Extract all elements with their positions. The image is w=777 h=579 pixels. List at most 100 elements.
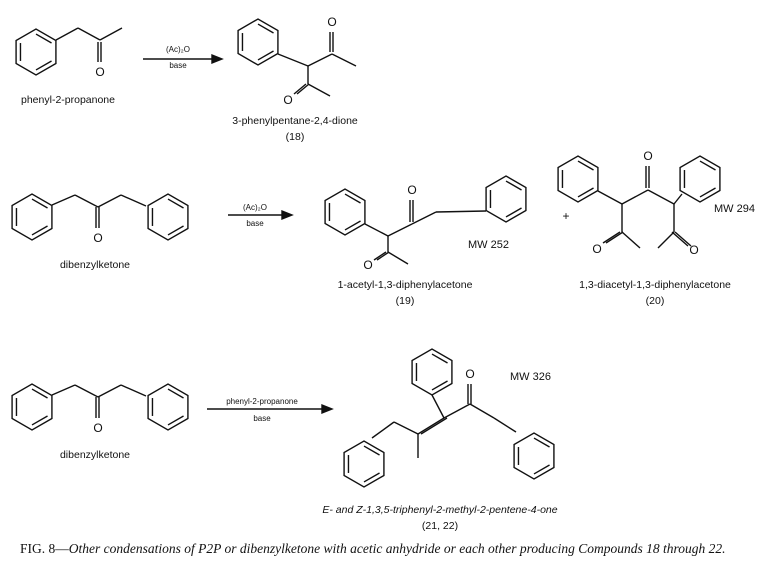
aromatic-bond	[363, 445, 380, 456]
bond	[364, 223, 389, 237]
mw-21-22: MW 326	[510, 371, 551, 383]
aromatic-bond	[363, 472, 380, 483]
double-bond	[671, 231, 689, 247]
reagent-bottom-2: base	[246, 219, 264, 228]
product-number-21-22: (21, 22)	[422, 520, 458, 532]
bond	[393, 421, 419, 435]
figure-caption: FIG. 8—Other condensations of P2P or dib…	[20, 540, 770, 557]
molecular-structures	[11, 18, 721, 488]
oxygen-atom: O	[93, 231, 102, 245]
benzene-ring	[15, 28, 57, 76]
aromatic-bond	[699, 160, 716, 171]
double-bond	[376, 251, 390, 261]
bond	[331, 53, 357, 67]
product-number-18: (18)	[286, 131, 305, 143]
aromatic-bond	[167, 388, 184, 399]
aromatic-bond	[505, 180, 522, 191]
benzene-ring	[343, 440, 385, 488]
product-name-19: 1-acetyl-1,3-diphenylacetone	[338, 279, 473, 291]
bond	[657, 231, 675, 249]
product-name-21-22: E- and Z-1,3,5-triphenyl-2-methyl-2-pent…	[322, 504, 557, 516]
bond	[387, 251, 409, 265]
bond	[371, 421, 395, 439]
aromatic-bond	[35, 60, 52, 71]
aromatic-bond	[577, 187, 594, 198]
aromatic-bond	[505, 207, 522, 218]
bond	[307, 53, 333, 67]
aromatic-bond	[257, 23, 274, 34]
aromatic-bond	[31, 198, 48, 209]
reactant-label-1: phenyl-2-propanone	[21, 94, 115, 106]
oxygen-atom: O	[689, 243, 698, 257]
benzene-ring	[324, 188, 366, 236]
oxygen-atom: O	[592, 242, 601, 256]
bond	[120, 384, 147, 397]
mw-19: MW 252	[468, 239, 509, 251]
product-name-20: 1,3-diacetyl-1,3-diphenylacetone	[579, 279, 731, 291]
caption-text: Other condensations of P2P or dibenzylke…	[68, 541, 726, 556]
bond	[74, 194, 99, 208]
product-name-18: 3-phenylpentane-2,4-dione	[232, 115, 358, 127]
bond	[55, 27, 79, 41]
aromatic-bond	[167, 415, 184, 426]
oxygen-atom: O	[283, 93, 292, 107]
bond	[621, 189, 649, 205]
bond	[51, 384, 76, 396]
benzene-ring	[237, 18, 279, 66]
arrowhead	[321, 403, 334, 415]
double-bond	[602, 231, 621, 244]
aromatic-bond	[31, 415, 48, 426]
reactant-label-2: dibenzylketone	[60, 259, 130, 271]
bond	[77, 27, 101, 41]
bond	[51, 194, 76, 206]
aromatic-bond	[431, 353, 448, 364]
oxygen-atom: O	[643, 149, 652, 163]
aromatic-bond	[699, 187, 716, 198]
double-bond	[373, 251, 387, 261]
benzene-ring	[485, 175, 527, 223]
mw-20: MW 294	[714, 203, 755, 215]
bond	[120, 194, 147, 207]
double-bond	[417, 417, 445, 435]
benzene-ring	[513, 432, 555, 480]
oxygen-atom: O	[363, 258, 372, 272]
bond	[387, 223, 413, 237]
figure-label: FIG. 8—	[20, 541, 69, 556]
reagent-bottom-1: base	[169, 61, 187, 70]
aromatic-bond	[31, 388, 48, 399]
reagent-top-3: phenyl-2-propanone	[226, 397, 298, 406]
double-bond	[296, 83, 310, 95]
bond	[99, 27, 123, 41]
oxygen-atom: O	[327, 15, 336, 29]
bond	[443, 403, 471, 419]
bond	[493, 417, 517, 433]
bond	[469, 403, 495, 419]
reactant-label-3: dibenzylketone	[60, 449, 130, 461]
aromatic-bond	[344, 193, 361, 204]
bond	[621, 231, 641, 249]
aromatic-bond	[35, 33, 52, 44]
bond	[597, 190, 623, 205]
bond	[673, 193, 683, 205]
oxygen-atom: O	[95, 65, 104, 79]
arrowhead	[281, 209, 294, 221]
oxygen-atom: O	[93, 421, 102, 435]
aromatic-bond	[167, 198, 184, 209]
double-bond	[420, 417, 448, 435]
aromatic-bond	[533, 437, 550, 448]
product-number-20: (20)	[646, 295, 665, 307]
aromatic-bond	[577, 160, 594, 171]
bond	[97, 384, 122, 398]
oxygen-atom: O	[465, 367, 474, 381]
benzene-ring	[411, 348, 453, 396]
benzene-ring	[147, 193, 189, 241]
benzene-ring	[679, 155, 721, 203]
aromatic-bond	[344, 220, 361, 231]
aromatic-bond	[31, 225, 48, 236]
bond	[277, 53, 309, 67]
bond	[431, 394, 445, 419]
bond	[97, 194, 122, 208]
benzene-ring	[11, 193, 53, 241]
arrowhead	[211, 53, 224, 65]
